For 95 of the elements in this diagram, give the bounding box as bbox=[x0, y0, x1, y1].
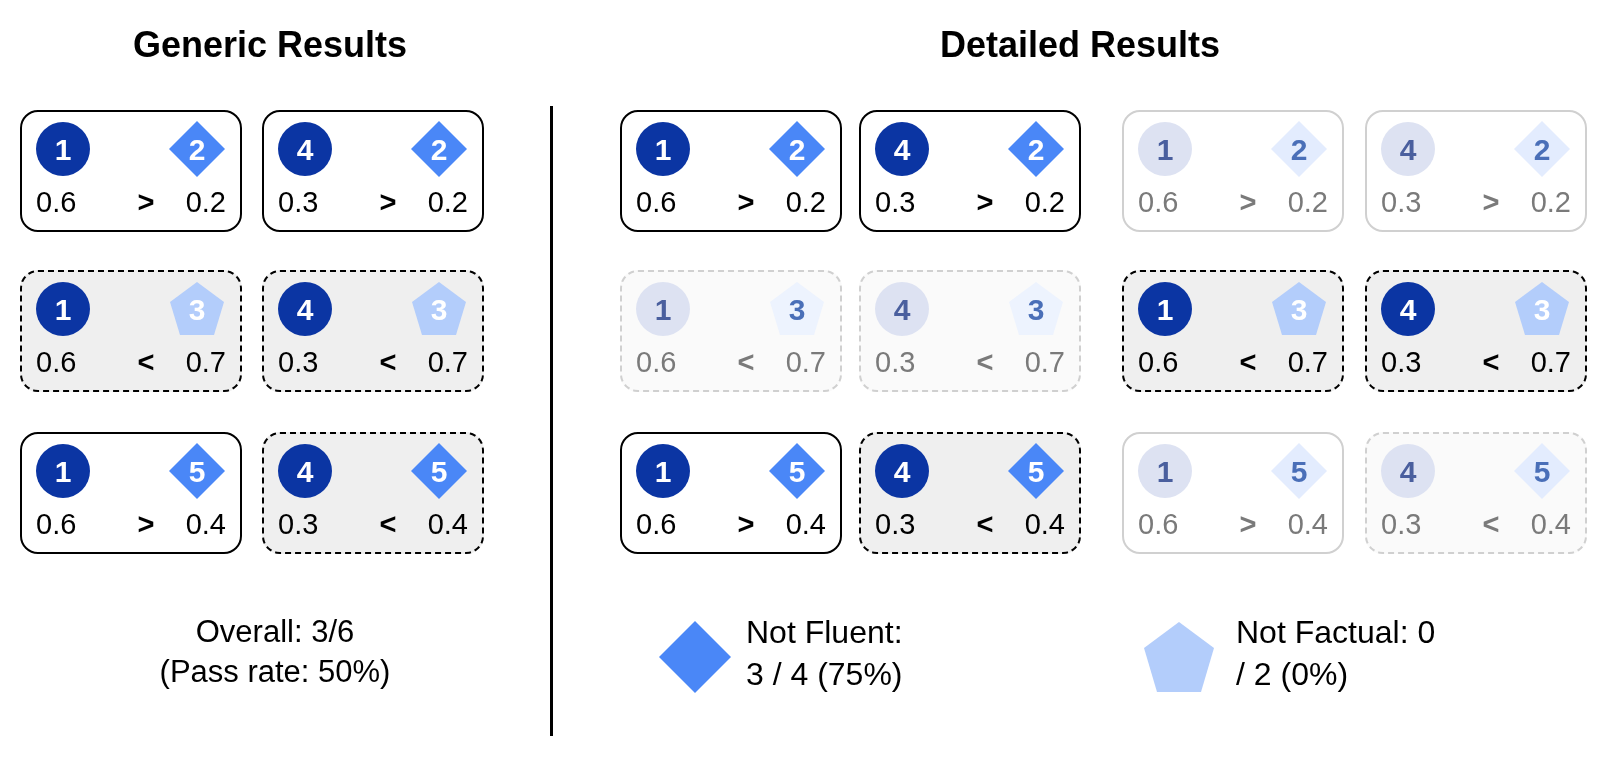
comparison-sign: > bbox=[1482, 184, 1500, 220]
comparison-card bbox=[620, 110, 842, 232]
number-pentagon: 3 bbox=[168, 280, 226, 338]
section-title: Generic Results bbox=[131, 23, 409, 67]
comparison-card bbox=[859, 110, 1081, 232]
score-value: 0.3 bbox=[875, 506, 916, 542]
comparison-sign: > bbox=[1239, 506, 1257, 542]
number-pentagon: 3 bbox=[768, 280, 826, 338]
comparison-sign: < bbox=[137, 344, 155, 380]
score-value: 0.4 bbox=[785, 506, 826, 542]
score-value: 0.2 bbox=[427, 184, 468, 220]
score-value: 0.3 bbox=[278, 506, 319, 542]
score-value: 0.7 bbox=[185, 344, 226, 380]
number-diamond: 5 bbox=[1007, 442, 1065, 500]
score-value: 0.6 bbox=[36, 184, 77, 220]
section-title: Detailed Results bbox=[938, 23, 1222, 67]
score-value: 0.4 bbox=[1287, 506, 1328, 542]
number-diamond: 5 bbox=[768, 442, 826, 500]
score-value: 0.3 bbox=[278, 344, 319, 380]
score-value: 0.6 bbox=[636, 506, 677, 542]
comparison-card bbox=[859, 270, 1081, 392]
score-value: 0.7 bbox=[1530, 344, 1571, 380]
comparison-sign: < bbox=[379, 344, 397, 380]
comparison-sign: > bbox=[137, 184, 155, 220]
score-value: 0.6 bbox=[1138, 344, 1179, 380]
comparison-sign: < bbox=[379, 506, 397, 542]
comparison-card bbox=[1122, 432, 1344, 554]
number-pentagon: 3 bbox=[1007, 280, 1065, 338]
comparison-sign: < bbox=[737, 344, 755, 380]
number-pentagon: 3 bbox=[410, 280, 468, 338]
score-value: 0.2 bbox=[785, 184, 826, 220]
comparison-card bbox=[262, 432, 484, 554]
number-diamond: 2 bbox=[1513, 120, 1571, 178]
legend-text: Not Factual: 0 / 2 (0%) bbox=[1236, 613, 1436, 694]
number-diamond: 2 bbox=[768, 120, 826, 178]
score-value: 0.6 bbox=[1138, 184, 1179, 220]
score-value: 0.6 bbox=[36, 344, 77, 380]
score-value: 0.2 bbox=[1024, 184, 1065, 220]
score-value: 0.3 bbox=[1381, 184, 1422, 220]
number-pentagon: 3 bbox=[1513, 280, 1571, 338]
comparison-card bbox=[620, 270, 842, 392]
score-value: 0.7 bbox=[1024, 344, 1065, 380]
number-diamond: 2 bbox=[168, 120, 226, 178]
comparison-card bbox=[859, 432, 1081, 554]
score-value: 0.4 bbox=[1530, 506, 1571, 542]
comparison-sign: > bbox=[137, 506, 155, 542]
comparison-sign: > bbox=[1239, 184, 1257, 220]
number-diamond: 5 bbox=[1513, 442, 1571, 500]
score-value: 0.7 bbox=[1287, 344, 1328, 380]
number-diamond: 2 bbox=[410, 120, 468, 178]
score-value: 0.3 bbox=[1381, 344, 1422, 380]
score-value: 0.3 bbox=[278, 184, 319, 220]
comparison-sign: < bbox=[1482, 344, 1500, 380]
score-value: 0.6 bbox=[36, 506, 77, 542]
comparison-card bbox=[1365, 432, 1587, 554]
number-diamond: 5 bbox=[410, 442, 468, 500]
comparison-card bbox=[262, 110, 484, 232]
comparison-card bbox=[1365, 110, 1587, 232]
legend-text: Not Fluent: 3 / 4 (75%) bbox=[746, 613, 904, 694]
score-value: 0.3 bbox=[875, 344, 916, 380]
comparison-sign: > bbox=[737, 506, 755, 542]
comparison-card bbox=[620, 432, 842, 554]
score-value: 0.2 bbox=[1287, 184, 1328, 220]
score-value: 0.2 bbox=[185, 184, 226, 220]
score-value: 0.2 bbox=[1530, 184, 1571, 220]
number-pentagon: 3 bbox=[1270, 280, 1328, 338]
score-value: 0.4 bbox=[185, 506, 226, 542]
summary-text: Overall: 3/6 (Pass rate: 50%) bbox=[158, 613, 392, 692]
number-diamond: 2 bbox=[1270, 120, 1328, 178]
score-value: 0.7 bbox=[427, 344, 468, 380]
comparison-card bbox=[20, 270, 242, 392]
number-diamond: 2 bbox=[1007, 120, 1065, 178]
comparison-card bbox=[1365, 270, 1587, 392]
number-diamond: 5 bbox=[1270, 442, 1328, 500]
comparison-card bbox=[20, 110, 242, 232]
comparison-sign: > bbox=[379, 184, 397, 220]
comparison-sign: < bbox=[1482, 506, 1500, 542]
comparison-sign: < bbox=[976, 344, 994, 380]
comparison-card bbox=[1122, 270, 1344, 392]
comparison-sign: > bbox=[737, 184, 755, 220]
comparison-card bbox=[1122, 110, 1344, 232]
score-value: 0.3 bbox=[875, 184, 916, 220]
comparison-sign: < bbox=[976, 506, 994, 542]
number-diamond: 5 bbox=[168, 442, 226, 500]
comparison-card bbox=[20, 432, 242, 554]
score-value: 0.6 bbox=[636, 184, 677, 220]
score-value: 0.6 bbox=[1138, 506, 1179, 542]
score-value: 0.3 bbox=[1381, 506, 1422, 542]
score-value: 0.6 bbox=[636, 344, 677, 380]
comparison-sign: < bbox=[1239, 344, 1257, 380]
score-value: 0.4 bbox=[427, 506, 468, 542]
comparison-sign: > bbox=[976, 184, 994, 220]
score-value: 0.4 bbox=[1024, 506, 1065, 542]
score-value: 0.7 bbox=[785, 344, 826, 380]
comparison-card bbox=[262, 270, 484, 392]
